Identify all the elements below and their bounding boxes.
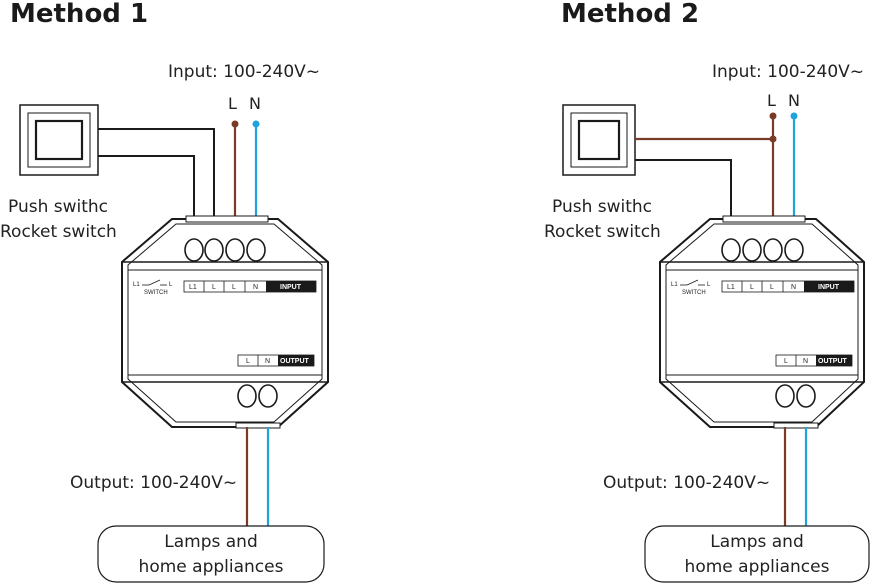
method-1-neutral-terminal-dot [252, 120, 260, 128]
method-1-input-cell-4: N [253, 284, 258, 291]
method-2-neutral-terminal-dot [790, 112, 798, 120]
method-2-panel: Method 2 Input: 100-240V~ L N Push swith… [544, 0, 870, 583]
method-2-input-cell-2: L [750, 284, 754, 291]
method-1-input-label: Input: 100-240V~ [168, 62, 320, 82]
method-2-output-cell-1: L [784, 358, 788, 365]
method-2-input-cell-4: N [791, 284, 796, 291]
method-2-switch-label-2: Rocket switch [544, 222, 661, 242]
method-1-live-terminal-dot [231, 120, 239, 128]
method-2-terminal-switch-l: L [707, 282, 711, 288]
method-1-terminal-switch-caption: SWITCH [144, 290, 168, 296]
method-2-title: Method 2 [561, 0, 699, 29]
method-2-input-badge: INPUT [818, 284, 840, 291]
method-2-load-line-2: home appliances [685, 557, 830, 577]
method-1-switch-label-1: Push swithc [8, 197, 108, 217]
method-2-output-label: Output: 100-240V~ [603, 473, 770, 493]
method-2-output-cell-2: N [803, 358, 808, 365]
method-1-l-label: L [228, 94, 237, 113]
method-1-input-cell-2: L [212, 284, 216, 291]
method-2-live-terminal-dot [769, 112, 777, 120]
method-1-input-cell-1: L1 [189, 284, 197, 291]
method-2-input-cell-3: L [770, 284, 774, 291]
method-2-controller: L1 L SWITCH L1 L L N INPUT L N OUTPUT [659, 215, 865, 429]
method-2-l-label: L [767, 91, 776, 110]
method-1-input-cell-3: L [232, 284, 236, 291]
method-1-load-line-2: home appliances [139, 557, 284, 577]
method-2-switch-label-1: Push swithc [552, 197, 652, 217]
method-1-wall-switch-icon [19, 104, 99, 176]
method-1-panel: Method 1 Input: 100-240V~ L N Push swith… [0, 0, 329, 583]
method-1-switch-wire-b [98, 155, 195, 220]
method-2-load-line-1: Lamps and [710, 532, 803, 552]
method-2-n-label: N [788, 91, 800, 110]
method-1-n-label: N [249, 94, 261, 113]
method-1-output-label: Output: 100-240V~ [70, 473, 237, 493]
method-1-load-box: Lamps and home appliances [97, 525, 325, 583]
method-2-input-cell-1: L1 [727, 284, 735, 291]
method-1-output-badge: OUTPUT [280, 358, 310, 365]
method-2-wall-switch-icon [562, 104, 636, 176]
method-2-output-badge: OUTPUT [818, 358, 848, 365]
method-1-load-line-1: Lamps and [164, 532, 257, 552]
method-1-output-cell-1: L [246, 358, 250, 365]
method-1-switch-label-2: Rocket switch [0, 222, 117, 242]
method-2-switch-wire [635, 159, 732, 220]
method-2-load-box: Lamps and home appliances [644, 525, 870, 583]
method-1-terminal-switch-l: L [169, 282, 173, 288]
method-2-terminal-switch-caption: SWITCH [682, 290, 706, 296]
method-1-output-cell-2: N [265, 358, 270, 365]
method-2-input-label: Input: 100-240V~ [712, 62, 864, 82]
method-2-live-junction-dot [769, 135, 777, 143]
method-1-terminal-switch-l1: L1 [133, 282, 140, 288]
method-2-terminal-switch-l1: L1 [671, 282, 678, 288]
method-1-input-badge: INPUT [280, 284, 302, 291]
method-1-controller: L1 L SWITCH L1 L L N INPUT L N OUTPUT [121, 215, 329, 429]
method-1-title: Method 1 [10, 0, 148, 29]
method-1-switch-wire-a [98, 128, 215, 220]
